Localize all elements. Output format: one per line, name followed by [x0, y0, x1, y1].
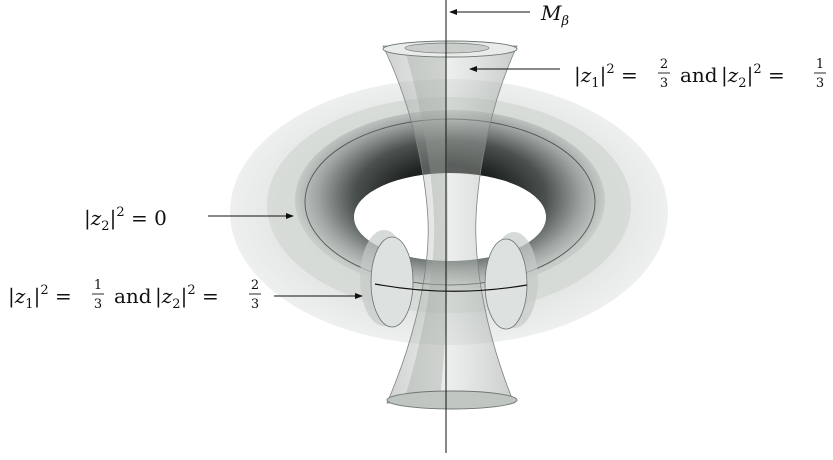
lower-left-z2-num: 2 — [251, 278, 259, 293]
left-side-torus — [360, 230, 414, 328]
svg-text:|z1|2 =: |z1|2 = — [8, 283, 72, 312]
svg-text:|z2|2 =: |z2|2 = — [155, 283, 219, 312]
top-right-z2-den: 3 — [816, 76, 824, 91]
right-side-torus — [484, 232, 538, 330]
svg-text:|z2|2 = 0: |z2|2 = 0 — [84, 205, 167, 234]
middle-left-value: 0 — [154, 206, 167, 230]
svg-text:|z1|2 =: |z1|2 = — [574, 62, 638, 91]
top-right-z1-den: 3 — [660, 76, 668, 91]
top-right-z2-num: 1 — [816, 57, 824, 72]
top-right-z1-num: 2 — [660, 57, 668, 72]
svg-text:|z2|2 =: |z2|2 = — [721, 62, 785, 91]
funnel-top-inner-rim — [404, 42, 490, 54]
funnel-bottom-rim — [386, 390, 518, 410]
lower-left-z1-den: 3 — [94, 297, 102, 312]
top-right-and: and — [680, 63, 718, 87]
lower-circle-front-arc — [374, 283, 528, 292]
label-lower-left: |z1|2 = 1 3 and |z2|2 = 2 3 — [8, 278, 261, 312]
funnel-inner-shadow — [404, 47, 448, 400]
lower-left-and: and — [114, 284, 152, 308]
axis-label: Mβ — [540, 1, 569, 29]
lower-left-z1-num: 1 — [94, 278, 102, 293]
lower-left-z2-den: 3 — [251, 297, 259, 312]
label-middle-left: |z2|2 = 0 — [84, 205, 167, 234]
label-top-right: |z1|2 = 2 3 and |z2|2 = 1 3 — [574, 57, 826, 91]
